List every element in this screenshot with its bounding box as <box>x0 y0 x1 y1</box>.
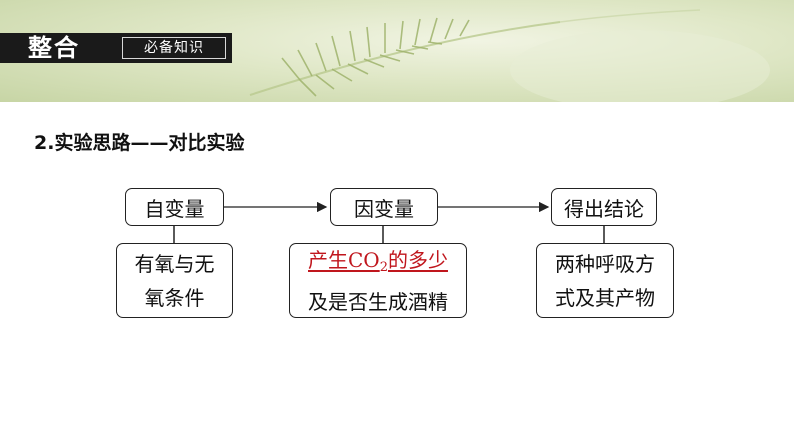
grass-decoration <box>249 9 770 102</box>
dependent-variable-box: 因变量 <box>330 188 438 226</box>
conclusion-detail: 两种呼吸方 式及其产物 <box>536 243 674 318</box>
content-heading: 2.实验思路——对比实验 <box>34 132 245 154</box>
independent-variable-label: 自变量 <box>144 196 205 221</box>
independent-variable-detail: 有氧与无 氧条件 <box>116 243 233 318</box>
dependent-variable-detail: 产生CO2的多少 及是否生成酒精 <box>289 243 467 318</box>
section-subtitle: 必备知识 <box>122 37 226 59</box>
detail-line: 两种呼吸方 <box>555 251 655 276</box>
dependent-variable-label: 因变量 <box>354 196 414 221</box>
detail-line: 式及其产物 <box>555 285 655 310</box>
independent-variable-box: 自变量 <box>125 188 224 226</box>
detail-line: 有氧与无 <box>134 251 215 276</box>
conclusion-label: 得出结论 <box>564 196 644 221</box>
section-title: 整合 <box>28 34 80 62</box>
detail-line: 氧条件 <box>144 285 205 310</box>
detail-line: 及是否生成酒精 <box>308 289 448 314</box>
conclusion-box: 得出结论 <box>551 188 657 226</box>
header-banner: 整合 必备知识 <box>0 0 794 102</box>
co2-highlight-text: 产生CO2的多少 <box>308 247 448 275</box>
